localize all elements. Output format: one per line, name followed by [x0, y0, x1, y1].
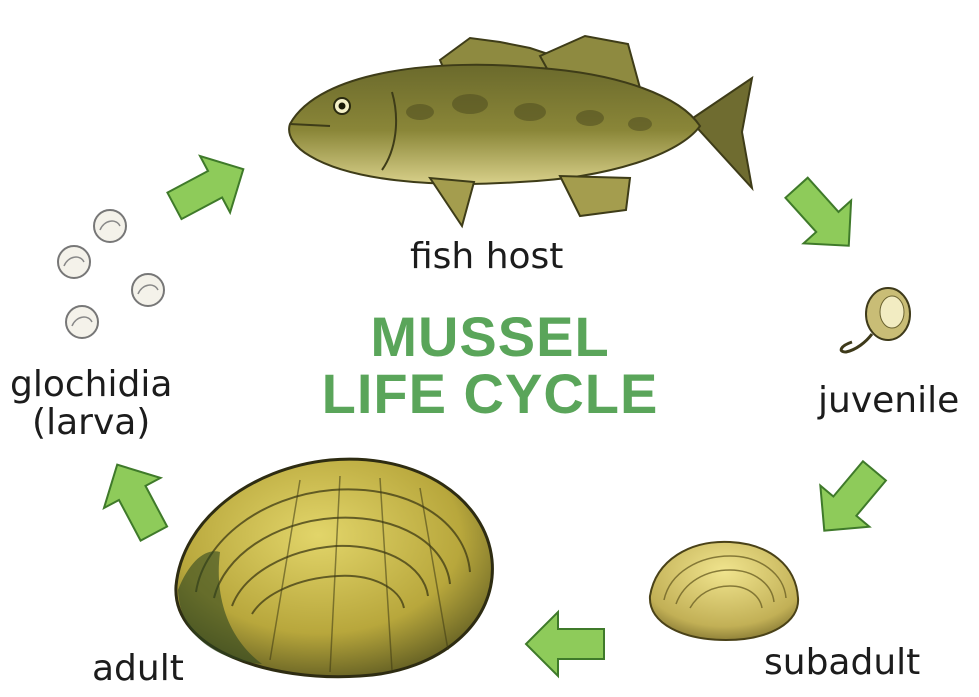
title-line-1: MUSSEL — [300, 308, 680, 365]
label-glochidia: glochidia (larva) — [10, 366, 172, 442]
cycle-arrow-icon — [89, 450, 182, 549]
label-glochidia-line-2: (larva) — [10, 404, 172, 442]
cycle-arrow-icon — [800, 450, 899, 551]
adult-shell-icon — [176, 459, 493, 677]
diagram-title: MUSSEL LIFE CYCLE — [300, 308, 680, 422]
label-fish-host: fish host — [410, 238, 563, 276]
label-juvenile: juvenile — [818, 382, 959, 420]
cycle-arrow-icon — [159, 141, 258, 234]
title-line-2: LIFE CYCLE — [300, 365, 680, 422]
cycle-arrow-icon — [773, 166, 873, 267]
glochidia-icon — [58, 210, 164, 338]
label-glochidia-line-1: glochidia — [10, 366, 172, 404]
label-subadult: subadult — [764, 644, 920, 682]
fish-icon — [289, 36, 752, 226]
subadult-shell-icon — [650, 542, 798, 640]
label-adult: adult — [92, 650, 184, 688]
juvenile-mussel-icon — [841, 288, 910, 352]
cycle-arrow-icon — [526, 612, 604, 676]
